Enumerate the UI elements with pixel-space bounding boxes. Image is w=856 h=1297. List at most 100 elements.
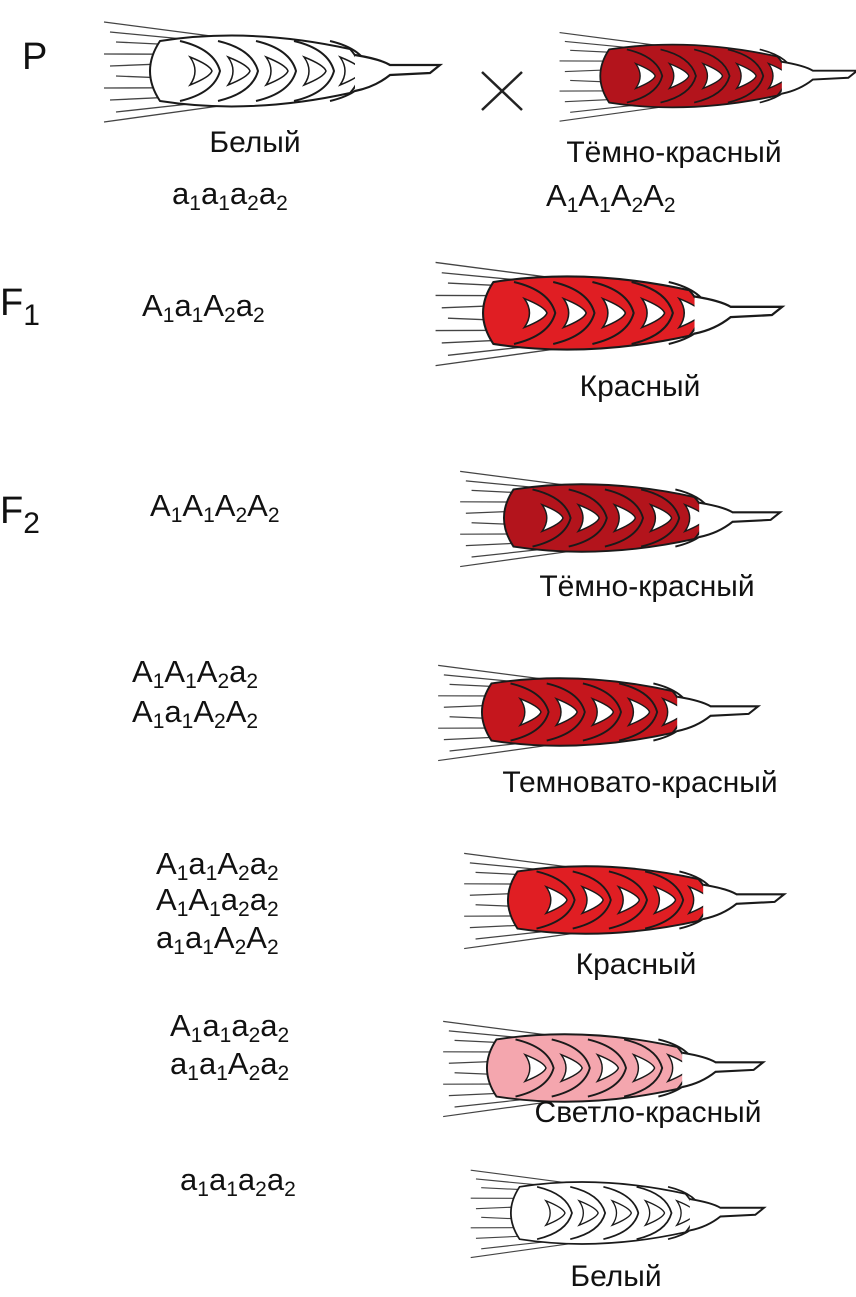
allele-index: 1	[189, 192, 201, 215]
f2-class-1-phenotype: Тёмно-красный	[492, 572, 802, 602]
allele-index: 2	[214, 710, 226, 733]
allele-index: 1	[599, 194, 611, 217]
f2-class-5-genotype-1: a1a1a2a2	[180, 1164, 296, 1201]
allele-letter: A	[156, 882, 177, 917]
stem	[355, 55, 440, 91]
spike-body	[482, 678, 682, 746]
allele-letter: a	[230, 176, 247, 211]
allele-letter: A	[156, 846, 177, 881]
allele-letter: a	[164, 694, 181, 729]
spike-body	[504, 484, 704, 552]
f2-class-3-genotype-2: A1A1a2a2	[156, 884, 279, 921]
allele-index: 1	[197, 1178, 209, 1201]
allele-letter: A	[132, 654, 153, 689]
allele-index: 1	[163, 304, 175, 327]
allele-index: 1	[191, 1024, 203, 1047]
allele-index: 2	[235, 504, 247, 527]
stem	[782, 62, 856, 94]
allele-letter: A	[247, 488, 268, 523]
allele-index: 1	[220, 1024, 232, 1047]
f2-class-4-phenotype: Светло-красный	[488, 1098, 808, 1128]
allele-letter: A	[170, 1008, 191, 1043]
spike-body	[150, 36, 360, 107]
allele-index: 2	[278, 1024, 290, 1047]
allele-index: 2	[284, 1178, 296, 1201]
spike-body	[483, 276, 700, 349]
f2-class-3-spike	[432, 840, 822, 960]
allele-letter: A	[643, 178, 664, 213]
allele-index: 2	[267, 898, 279, 921]
allele-letter: a	[170, 1046, 187, 1081]
f2-class-4-genotype-2: a1a1A2a2	[170, 1048, 289, 1085]
allele-letter: A	[182, 488, 203, 523]
allele-index: 1	[177, 862, 189, 885]
allele-index: 2	[255, 1178, 267, 1201]
allele-index: 2	[278, 1062, 290, 1085]
f2-class-2-phenotype: Темновато-красный	[450, 768, 830, 798]
allele-letter: a	[260, 1046, 277, 1081]
allele-index: 1	[173, 936, 185, 959]
allele-letter: a	[238, 1162, 255, 1197]
spike-body	[487, 1034, 687, 1102]
allele-letter: a	[174, 288, 191, 323]
allele-index: 1	[185, 670, 197, 693]
allele-letter: a	[188, 846, 205, 881]
f2-class-2-genotype-2: A1a1A2A2	[132, 696, 258, 733]
stem	[690, 1199, 764, 1230]
allele-index: 2	[246, 710, 258, 733]
stem	[703, 885, 784, 919]
allele-letter: A	[611, 178, 632, 213]
stem	[682, 1053, 763, 1087]
allele-index: 2	[238, 862, 250, 885]
allele-letter: a	[199, 1046, 216, 1081]
allele-letter: A	[546, 178, 567, 213]
allele-index: 2	[217, 670, 229, 693]
f1-genotype: A1a1A2a2	[142, 290, 265, 327]
f1-spike	[412, 248, 812, 378]
f2-class-3-genotype-3: a1a1A2A2	[156, 922, 279, 959]
generation-label-f2: F2	[0, 492, 40, 539]
allele-index: 2	[664, 194, 676, 217]
allele-letter: A	[217, 846, 238, 881]
allele-index: 1	[218, 192, 230, 215]
spike-body	[508, 866, 708, 934]
allele-index: 1	[216, 1062, 228, 1085]
awn-line	[104, 105, 230, 123]
f2-class-1-genotype-1: A1A1A2A2	[150, 490, 280, 527]
allele-letter: A	[228, 1046, 249, 1081]
allele-letter: A	[164, 654, 185, 689]
parent-dark-red-phenotype: Тёмно-красный	[524, 138, 824, 168]
allele-letter: a	[259, 176, 276, 211]
allele-letter: A	[197, 654, 218, 689]
allele-letter: a	[221, 882, 238, 917]
f2-class-3-genotype-1: A1a1A2a2	[156, 848, 279, 885]
allele-letter: A	[578, 178, 599, 213]
f2-class-5-phenotype: Белый	[556, 1262, 676, 1292]
allele-index: 2	[267, 936, 279, 959]
allele-index: 1	[202, 936, 214, 959]
allele-letter: a	[250, 882, 267, 917]
allele-index: 2	[631, 194, 643, 217]
spike-body	[511, 1182, 694, 1244]
allele-index: 1	[567, 194, 579, 217]
allele-letter: a	[172, 176, 189, 211]
f2-class-4-genotype-1: A1a1a2a2	[170, 1010, 289, 1047]
allele-letter: a	[209, 1162, 226, 1197]
allele-index: 1	[203, 504, 215, 527]
awn-line	[471, 1242, 581, 1257]
allele-letter: a	[231, 1008, 248, 1043]
stem	[695, 296, 783, 333]
parent-dark-red-spike	[556, 20, 856, 132]
allele-index: 2	[238, 898, 250, 921]
allele-index: 1	[177, 898, 189, 921]
allele-index: 2	[246, 670, 258, 693]
stem	[677, 697, 758, 731]
f2-class-5-spike	[420, 1158, 820, 1268]
allele-letter: a	[250, 846, 267, 881]
cross-symbol	[478, 68, 526, 114]
allele-letter: A	[215, 488, 236, 523]
awn-line	[438, 744, 558, 761]
allele-letter: a	[180, 1162, 197, 1197]
allele-index: 1	[153, 710, 165, 733]
